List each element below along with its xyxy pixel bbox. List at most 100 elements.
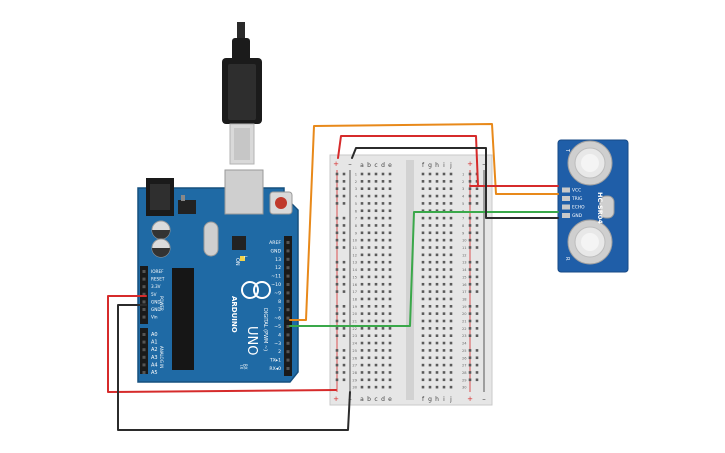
row-number: 10 bbox=[462, 239, 467, 243]
sensor-pin bbox=[562, 204, 570, 210]
breadboard-hole bbox=[374, 312, 378, 315]
breadboard-hole bbox=[367, 334, 371, 337]
breadboard-hole bbox=[381, 260, 385, 264]
breadboard-hole bbox=[381, 349, 385, 352]
rail-hole bbox=[475, 224, 479, 227]
breadboard-hole bbox=[428, 371, 432, 374]
rail-hole bbox=[335, 231, 339, 235]
breadboard-hole bbox=[449, 275, 453, 279]
row-number: 16 bbox=[352, 283, 357, 287]
breadboard-hole bbox=[367, 371, 371, 374]
column-letter: i bbox=[443, 162, 445, 169]
breadboard-hole bbox=[449, 172, 453, 176]
digital-pin-label: 12 bbox=[275, 265, 281, 271]
breadboard-hole bbox=[367, 268, 371, 271]
digital-pin-label: ~10 bbox=[271, 282, 281, 288]
breadboard-hole bbox=[374, 224, 378, 227]
breadboard-hole bbox=[428, 172, 432, 176]
breadboard-hole bbox=[388, 187, 392, 190]
row-number: 30 bbox=[352, 386, 357, 390]
breadboard-hole bbox=[374, 356, 378, 360]
rail-hole bbox=[335, 290, 339, 293]
breadboard-hole bbox=[381, 275, 385, 279]
breadboard-hole bbox=[428, 268, 432, 271]
breadboard-hole bbox=[388, 363, 392, 367]
breadboard-hole bbox=[374, 231, 378, 235]
breadboard-hole bbox=[435, 224, 439, 227]
breadboard-hole bbox=[428, 334, 432, 337]
breadboard-hole bbox=[367, 349, 371, 352]
header-hole bbox=[142, 363, 146, 367]
row-number: 16 bbox=[462, 283, 467, 287]
rail-hole bbox=[342, 172, 346, 176]
breadboard-hole bbox=[360, 246, 364, 249]
wire-orange-trig bbox=[289, 123, 559, 321]
breadboard-hole bbox=[435, 260, 439, 264]
digital-pin-label: 13 bbox=[275, 257, 281, 263]
sensor-pin-label: ECHO bbox=[572, 205, 585, 211]
rail-hole bbox=[475, 238, 479, 242]
row-number: 14 bbox=[352, 268, 357, 272]
breadboard-hole bbox=[381, 282, 385, 286]
breadboard-hole bbox=[388, 349, 392, 352]
breadboard-hole bbox=[421, 327, 425, 330]
row-number: 25 bbox=[462, 349, 467, 353]
column-letter: f bbox=[422, 396, 425, 403]
rail-hole bbox=[342, 187, 346, 190]
breadboard-hole bbox=[374, 194, 378, 198]
breadboard-hole bbox=[435, 216, 439, 220]
header-hole bbox=[142, 285, 146, 289]
breadboard-hole bbox=[381, 224, 385, 227]
row-number: 11 bbox=[462, 246, 467, 250]
row-number: 8 bbox=[355, 224, 358, 228]
breadboard-hole bbox=[367, 194, 371, 198]
rail-hole bbox=[468, 187, 472, 190]
row-number: 18 bbox=[352, 297, 357, 301]
breadboard-hole bbox=[449, 297, 453, 301]
breadboard-hole bbox=[360, 253, 364, 257]
column-letter: j bbox=[449, 162, 452, 169]
breadboard-hole bbox=[367, 202, 371, 205]
breadboard-hole bbox=[442, 371, 446, 374]
rail-hole bbox=[335, 378, 339, 382]
breadboard-hole bbox=[421, 356, 425, 360]
breadboard-hole bbox=[374, 260, 378, 264]
header-hole bbox=[286, 241, 290, 244]
breadboard-hole bbox=[367, 297, 371, 301]
breadboard-hole bbox=[442, 194, 446, 198]
rail-hole bbox=[468, 290, 472, 293]
breadboard-hole bbox=[421, 378, 425, 382]
row-number: 19 bbox=[462, 305, 467, 309]
breadboard-hole bbox=[381, 172, 385, 176]
breadboard-hole bbox=[421, 282, 425, 286]
breadboard-hole bbox=[360, 297, 364, 301]
row-number: 11 bbox=[352, 246, 357, 250]
rail-hole bbox=[335, 187, 339, 190]
breadboard-hole bbox=[435, 194, 439, 198]
rail-hole bbox=[335, 363, 339, 367]
column-letter: b bbox=[367, 162, 371, 169]
breadboard-hole bbox=[449, 334, 453, 337]
breadboard-hole bbox=[428, 327, 432, 330]
breadboard-hole bbox=[381, 371, 385, 374]
rail-hole bbox=[335, 246, 339, 249]
breadboard-hole bbox=[381, 334, 385, 337]
breadboard-hole bbox=[435, 378, 439, 382]
power-pin-label: 5V bbox=[151, 292, 157, 297]
rail-hole bbox=[335, 180, 339, 183]
breadboard-hole bbox=[428, 378, 432, 382]
row-number: 1 bbox=[355, 173, 357, 177]
header-hole bbox=[142, 333, 146, 336]
rail-plus-bottom-left: + bbox=[333, 395, 339, 403]
row-number: 22 bbox=[462, 327, 467, 331]
power-pin-label: RESET bbox=[151, 277, 165, 282]
column-letter: d bbox=[381, 162, 385, 169]
breadboard-hole bbox=[421, 341, 425, 345]
breadboard-hole bbox=[421, 194, 425, 198]
breadboard-hole bbox=[388, 253, 392, 257]
rail-hole bbox=[342, 312, 346, 315]
breadboard-hole bbox=[442, 224, 446, 227]
breadboard-hole bbox=[360, 356, 364, 360]
rail-hole bbox=[468, 180, 472, 183]
